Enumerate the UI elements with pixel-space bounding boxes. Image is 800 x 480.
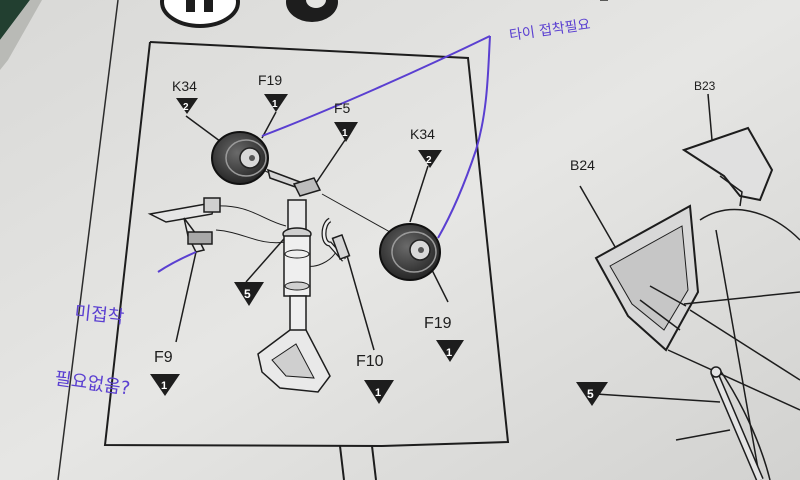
qty-f10: 1 (375, 387, 381, 399)
cement-icon (160, 0, 240, 28)
label-b23: B23 (694, 79, 716, 93)
label-f19-top: F19 (258, 72, 282, 88)
left-wheel (211, 131, 269, 185)
label-f5: F5 (334, 100, 351, 116)
step-icons (160, 0, 338, 28)
qty-f19-top: 1 (272, 99, 278, 110)
qty-f9: 1 (161, 380, 167, 392)
part-labels: K34 2 F19 1 F5 1 K34 2 F19 1 F9 1 F10 1 … (150, 72, 716, 406)
fuselage-lines (667, 208, 800, 480)
label-f10: F10 (356, 353, 384, 370)
step-badge-5: 5 (244, 287, 251, 301)
paper-edge (0, 0, 42, 70)
subassembly-frame-left (103, 41, 383, 447)
leader-lines (175, 93, 721, 403)
qty-f19-bottom: 1 (446, 347, 452, 359)
label-b24: B24 (570, 157, 595, 173)
label-k34-left: K34 (172, 78, 197, 94)
right-strut-rod (710, 366, 764, 480)
subassembly-frame (149, 41, 510, 447)
qty-k34-left: 2 (183, 102, 189, 113)
glue-icon (286, 0, 338, 22)
f9-arm (147, 197, 221, 253)
step-badge-5-right: 5 (587, 387, 594, 401)
label-f19-bottom: F19 (424, 315, 452, 332)
right-wheel (379, 223, 441, 281)
pen-markings (157, 35, 491, 273)
note-left-1: 미접착 (73, 302, 125, 328)
qty-f5: 1 (342, 128, 348, 139)
axle-f5 (266, 168, 322, 197)
label-f9: F9 (154, 349, 173, 366)
part-b24-panel (594, 204, 700, 352)
page-margin-line (57, 0, 119, 480)
label-k34-right: K34 (410, 126, 435, 142)
landing-gear-strut (257, 199, 331, 393)
qty-k34-right: 2 (426, 155, 432, 166)
part-b23 (681, 126, 774, 207)
